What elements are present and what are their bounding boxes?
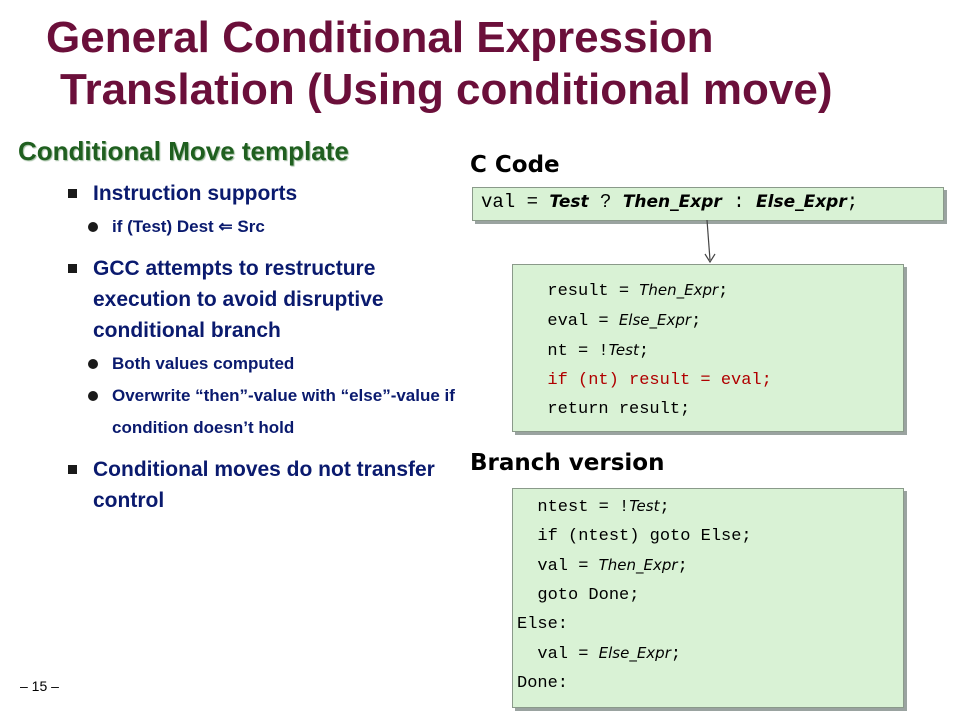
bullet-1-sub-1: if (Test) Dest ⇐ Src bbox=[44, 211, 468, 243]
code-line: goto Done; bbox=[517, 586, 640, 605]
bullet-3: Conditional moves do not transfer contro… bbox=[68, 454, 468, 516]
bullet-2-sub-2: Overwrite “then”-value with “else”-value… bbox=[44, 380, 468, 444]
cmov-code-box: result = Then_Expr; eval = Else_Expr; nt… bbox=[512, 264, 904, 432]
bullet-list: Instruction supports if (Test) Dest ⇐ Sr… bbox=[68, 178, 468, 518]
code-line: nt = !Test; bbox=[527, 341, 650, 361]
title-line-1: General Conditional Expression bbox=[46, 13, 714, 62]
branch-code-box: ntest = !Test; if (ntest) goto Else; val… bbox=[512, 488, 904, 708]
c-code-header: C Code bbox=[470, 152, 560, 178]
slide-title: General Conditional Expression Translati… bbox=[46, 12, 946, 116]
c-code-line: val = Test ? Then_Expr : Else_Expr; bbox=[481, 191, 859, 213]
code-line: val = Else_Expr; bbox=[517, 644, 682, 664]
bullet-1: Instruction supports bbox=[68, 178, 468, 209]
c-code-box: val = Test ? Then_Expr : Else_Expr; bbox=[472, 187, 944, 221]
code-line: Else: bbox=[517, 615, 569, 634]
code-line-highlight: if (nt) result = eval; bbox=[527, 371, 772, 390]
branch-header: Branch version bbox=[470, 450, 665, 476]
code-line: eval = Else_Expr; bbox=[527, 311, 702, 331]
code-line: val = Then_Expr; bbox=[517, 556, 688, 576]
section-subtitle: Conditional Move template bbox=[18, 136, 349, 166]
code-line: Done: bbox=[517, 674, 569, 693]
arrow-icon bbox=[704, 220, 716, 264]
code-line: return result; bbox=[527, 400, 691, 419]
page-number: – 15 – bbox=[20, 678, 59, 694]
code-line: result = Then_Expr; bbox=[527, 281, 729, 301]
code-line: ntest = !Test; bbox=[517, 497, 670, 517]
code-line: if (ntest) goto Else; bbox=[517, 527, 752, 546]
title-line-2: Translation (Using conditional move) bbox=[60, 65, 833, 114]
bullet-2-sub-1: Both values computed bbox=[44, 348, 468, 380]
bullet-2: GCC attempts to restructure execution to… bbox=[68, 253, 468, 346]
